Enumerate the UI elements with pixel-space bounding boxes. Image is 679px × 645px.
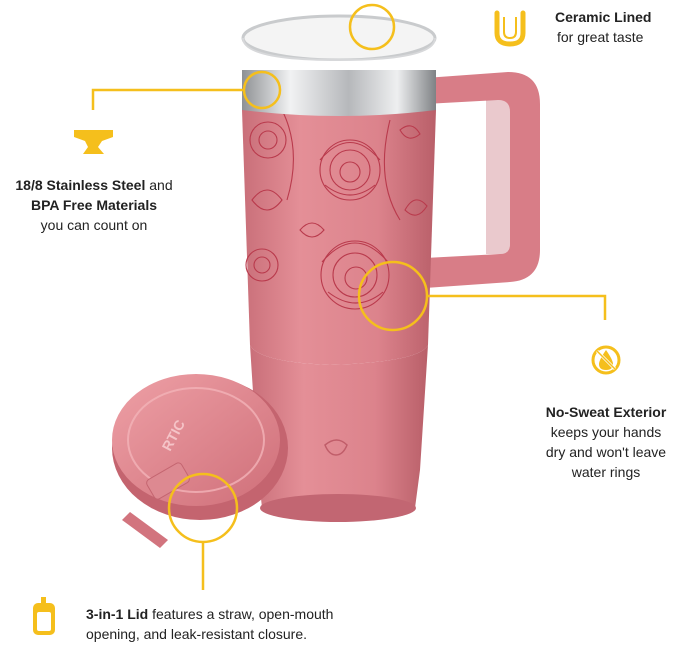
sweat-body-2: dry and won't leave <box>545 444 667 460</box>
ceramic-body: for great taste <box>557 29 644 45</box>
steel-title-2: BPA Free Materials <box>30 197 158 213</box>
steel-rim <box>242 70 436 116</box>
lid-title: 3-in-1 Lid <box>86 606 149 622</box>
sweat-body-3: water rings <box>571 464 641 480</box>
tumbler-handle <box>425 72 540 288</box>
tumbler-opening <box>241 14 437 62</box>
sweat-title: No-Sweat Exterior <box>545 404 667 420</box>
lid-icon <box>33 597 55 635</box>
callout-sweat: No-Sweat Exterior keeps your hands dry a… <box>530 402 679 482</box>
callout-circle-ceramic <box>348 3 396 51</box>
ceramic-title: Ceramic Lined <box>555 9 652 25</box>
u-shape-icon <box>494 10 526 47</box>
lid: RTIC <box>112 374 288 548</box>
tumbler-body <box>242 110 436 522</box>
sweat-body-1: keeps your hands <box>550 424 662 440</box>
anvil-icon <box>74 130 113 154</box>
no-drop-icon <box>591 345 621 375</box>
lid-body-2: opening, and leak-resistant closure. <box>86 626 308 642</box>
callout-ceramic: Ceramic Lined for great taste <box>555 7 651 47</box>
steel-body: you can count on <box>40 217 148 233</box>
callout-steel: 18/8 Stainless Steel and BPA Free Materi… <box>0 175 188 235</box>
peony-engraving <box>245 109 428 310</box>
steel-title-1: 18/8 Stainless Steel <box>15 177 146 193</box>
steel-and: and <box>145 177 173 193</box>
lid-body-1: features a straw, open-mouth <box>148 606 334 622</box>
callout-lines <box>91 3 607 590</box>
callout-lid: 3-in-1 Lid features a straw, open-mouth … <box>86 604 333 644</box>
